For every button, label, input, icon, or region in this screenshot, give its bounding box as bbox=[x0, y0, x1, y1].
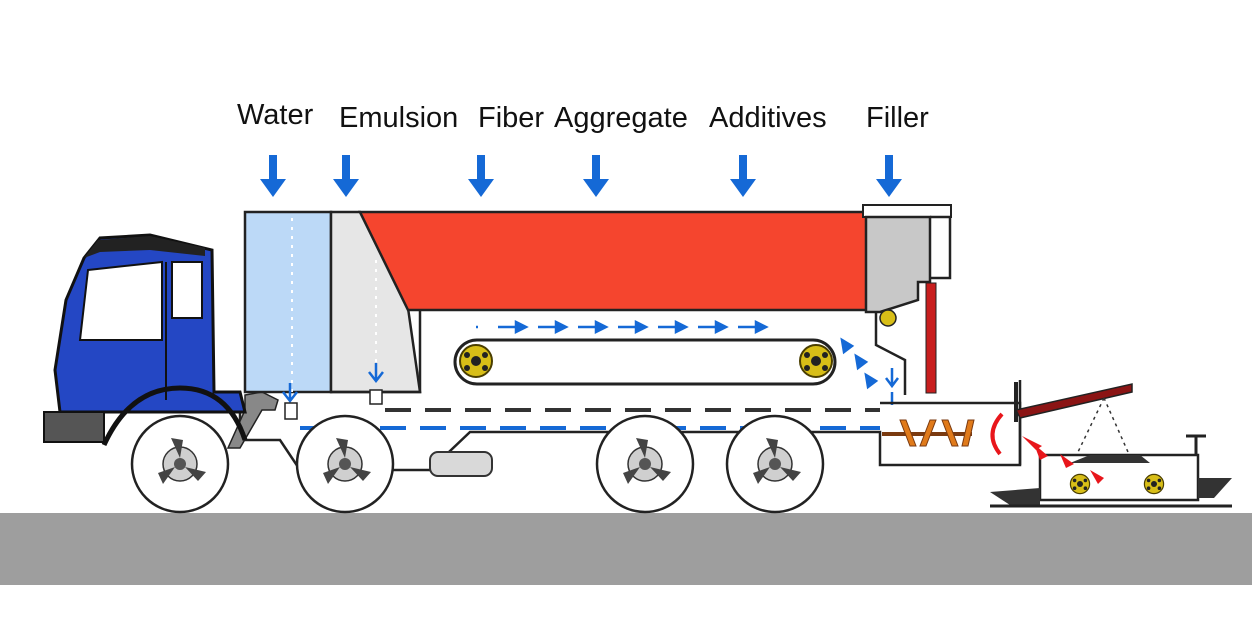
rear-wheel-1-icon bbox=[295, 414, 395, 514]
filler-feeder-icon bbox=[879, 309, 897, 327]
cab-roof bbox=[84, 236, 205, 258]
water-tank bbox=[243, 210, 333, 394]
water-arrow-icon bbox=[260, 155, 286, 197]
mixer-paddles bbox=[899, 419, 975, 447]
label-fiber: Fiber bbox=[478, 102, 545, 134]
label-water: Water bbox=[237, 99, 314, 131]
support-post bbox=[925, 282, 937, 394]
cab-windshield bbox=[78, 260, 163, 341]
conveyor-sprocket-right-icon bbox=[799, 344, 833, 378]
additives-arrow-icon bbox=[730, 155, 756, 197]
mixer-rotation-icon bbox=[990, 412, 1004, 456]
aggregate-hopper bbox=[357, 210, 870, 312]
front-bumper bbox=[43, 411, 105, 443]
fuel-tank bbox=[429, 451, 493, 477]
emulsion-tank bbox=[329, 210, 422, 394]
ground bbox=[0, 513, 1252, 585]
spreader-auger-left-icon bbox=[1069, 473, 1091, 495]
label-additives: Additives bbox=[709, 102, 827, 134]
fiber-arrow-icon bbox=[468, 155, 494, 197]
conveyor-flow-arrows bbox=[476, 319, 879, 390]
spreader-arm bbox=[1014, 383, 1133, 419]
filler-bin bbox=[864, 215, 932, 314]
mix-flow-arrows bbox=[1022, 436, 1104, 484]
rear-wheel-3-icon bbox=[725, 414, 825, 514]
label-aggregate: Aggregate bbox=[554, 102, 688, 134]
conveyor-belt bbox=[453, 338, 837, 386]
label-emulsion: Emulsion bbox=[339, 102, 459, 134]
aggregate-arrow-icon bbox=[583, 155, 609, 197]
label-filler: Filler bbox=[866, 102, 929, 134]
spreader-auger-right-icon bbox=[1143, 473, 1165, 495]
front-wheel-icon bbox=[130, 414, 230, 514]
cab-side-window bbox=[171, 261, 203, 319]
rear-wheel-2-icon bbox=[595, 414, 695, 514]
emulsion-arrow-icon bbox=[333, 155, 359, 197]
filler-arrow-icon bbox=[876, 155, 902, 197]
conveyor-sprocket-left-icon bbox=[459, 344, 493, 378]
